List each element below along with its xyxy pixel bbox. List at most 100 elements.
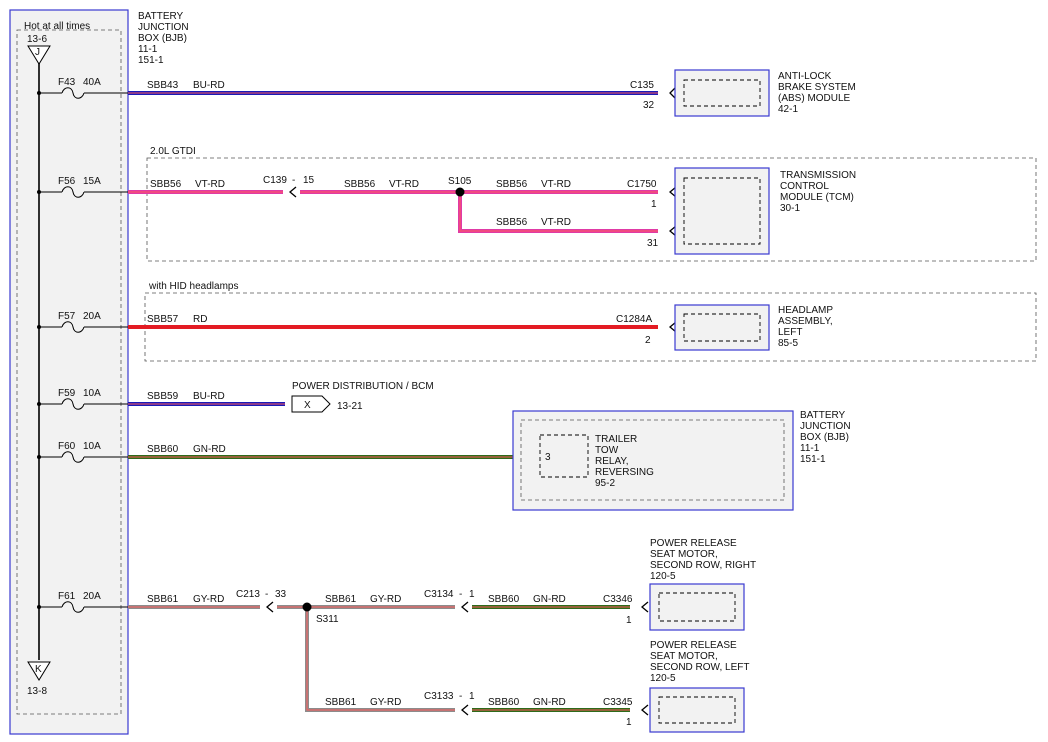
svg-text:11-1: 11-1 — [800, 443, 820, 454]
c1750-label: C1750 — [627, 179, 657, 190]
splice-s105-label: S105 — [448, 176, 472, 187]
bottom-ref: 13-8 — [27, 686, 47, 697]
wire-sbb56-a — [128, 186, 460, 198]
svg-text:151-1: 151-1 — [138, 55, 164, 66]
headlamp-assembly: HEADLAMP ASSEMBLY, LEFT 85-5 — [674, 304, 833, 351]
hid-option-label: with HID headlamps — [148, 281, 238, 292]
svg-text:MODULE (TCM): MODULE (TCM) — [780, 192, 854, 203]
wire-sbb61-b — [307, 601, 469, 613]
c1284a-label: C1284A — [616, 314, 652, 325]
top-ref: 13-6 — [27, 34, 47, 45]
sbb56a2-color: VT-RD — [389, 179, 419, 190]
c3133-dash: - — [459, 691, 462, 702]
fuse-id: F60 — [58, 441, 76, 452]
fuse-amps: 20A — [83, 591, 101, 602]
wire-sbb61-a — [128, 601, 307, 613]
c213-dash: - — [265, 589, 268, 600]
svg-text:POWER RELEASE: POWER RELEASE — [650, 538, 737, 549]
wire-tracer-stripe — [459, 192, 658, 232]
seat-motor-right: POWER RELEASE SEAT MOTOR, SECOND ROW, RI… — [649, 538, 756, 631]
fuse-icon — [61, 87, 85, 99]
bjb-title: BATTERY JUNCTION BOX (BJB) 11-1 151-1 — [138, 11, 189, 66]
sbb43-color: BU-RD — [193, 80, 225, 91]
fuse-f59: F59 10A — [37, 388, 128, 410]
sbb60r-color: GN-RD — [533, 594, 566, 605]
fuse-icon — [61, 186, 85, 198]
svg-text:HEADLAMP: HEADLAMP — [778, 305, 833, 316]
fuse-id: F61 — [58, 591, 76, 602]
svg-text:BRAKE SYSTEM: BRAKE SYSTEM — [778, 82, 856, 93]
relay-pin: 3 — [545, 452, 551, 463]
sbb57-color: RD — [193, 314, 207, 325]
sbb56c-color: VT-RD — [541, 217, 571, 228]
svg-text:TOW: TOW — [595, 445, 619, 456]
tcm-module: TRANSMISSION CONTROL MODULE (TCM) 30-1 — [674, 167, 856, 255]
c3134-dash: - — [459, 589, 462, 600]
pdist-ref: 13-21 — [337, 401, 363, 412]
svg-text:42-1: 42-1 — [778, 104, 798, 115]
svg-text:11-1: 11-1 — [138, 44, 158, 55]
sbb56b-color: VT-RD — [541, 179, 571, 190]
splice-s105-icon — [455, 187, 465, 197]
wire-sbb60-left — [472, 704, 649, 716]
c3133-label: C3133 — [424, 691, 454, 702]
svg-text:SEAT MOTOR,: SEAT MOTOR, — [650, 549, 718, 560]
svg-text:BOX (BJB): BOX (BJB) — [138, 33, 187, 44]
pdist-symbol: X — [304, 400, 311, 411]
sbb61b-color: GY-RD — [370, 594, 401, 605]
sbb56a-circuit: SBB56 — [150, 179, 182, 190]
svg-text:CONTROL: CONTROL — [780, 181, 829, 192]
c1750-pin: 1 — [651, 199, 657, 210]
svg-text:ANTI-LOCK: ANTI-LOCK — [778, 71, 832, 82]
fuse-amps: 20A — [83, 311, 101, 322]
gtdi-option-label: 2.0L GTDI — [150, 146, 196, 157]
c3346-pin: 1 — [626, 615, 632, 626]
c3134-pin: 1 — [469, 589, 475, 600]
svg-text:95-2: 95-2 — [595, 478, 615, 489]
sbb43-circuit: SBB43 — [147, 80, 179, 91]
wire-sbb57 — [128, 321, 677, 333]
fuse-icon — [61, 398, 85, 410]
c3345-label: C3345 — [603, 697, 633, 708]
wires — [128, 86, 677, 716]
fuse-id: F59 — [58, 388, 76, 399]
c139-label: C139 — [263, 175, 287, 186]
pdist-label: POWER DISTRIBUTION / BCM — [292, 381, 434, 392]
svg-text:151-1: 151-1 — [800, 454, 826, 465]
sbb56a2-circuit: SBB56 — [344, 179, 376, 190]
sbb56c-circuit: SBB56 — [496, 217, 528, 228]
wire-labels: SBB43 BU-RD C135 32 SBB56 VT-RD C139 - 1… — [147, 80, 659, 728]
fuse-id: F43 — [58, 77, 76, 88]
top-conn: J — [35, 47, 40, 58]
svg-text:RELAY,: RELAY, — [595, 456, 629, 467]
svg-text:30-1: 30-1 — [780, 203, 800, 214]
sbb60-circuit: SBB60 — [147, 444, 179, 455]
sbb60r-circuit: SBB60 — [488, 594, 520, 605]
sbb60-color: GN-RD — [193, 444, 226, 455]
bottom-conn: K — [35, 664, 42, 675]
svg-text:REVERSING: REVERSING — [595, 467, 654, 478]
sbb60l-circuit: SBB60 — [488, 697, 520, 708]
sbb59-circuit: SBB59 — [147, 391, 179, 402]
connector-j-icon — [27, 45, 51, 65]
power-distribution-ref: X POWER DISTRIBUTION / BCM 13-21 — [291, 381, 434, 413]
fuse-id: F57 — [58, 311, 76, 322]
sbb61b-circuit: SBB61 — [325, 594, 357, 605]
svg-text:120-5: 120-5 — [650, 571, 676, 582]
hot-label: Hot at all times — [24, 21, 90, 32]
fuse-amps: 10A — [83, 388, 101, 399]
wire-sbb43 — [128, 86, 677, 100]
sbb56a-color: VT-RD — [195, 179, 225, 190]
sbb61a-circuit: SBB61 — [147, 594, 179, 605]
wire-sbb56-c — [458, 192, 677, 237]
svg-text:SECOND ROW, LEFT: SECOND ROW, LEFT — [650, 662, 749, 673]
sbb60l-color: GN-RD — [533, 697, 566, 708]
svg-text:LEFT: LEFT — [778, 327, 802, 338]
gtdi-option-box — [146, 157, 1037, 262]
svg-text:BATTERY: BATTERY — [800, 410, 846, 421]
svg-text:TRAILER: TRAILER — [595, 434, 637, 445]
sbb57-circuit: SBB57 — [147, 314, 179, 325]
c3133-pin: 1 — [469, 691, 475, 702]
